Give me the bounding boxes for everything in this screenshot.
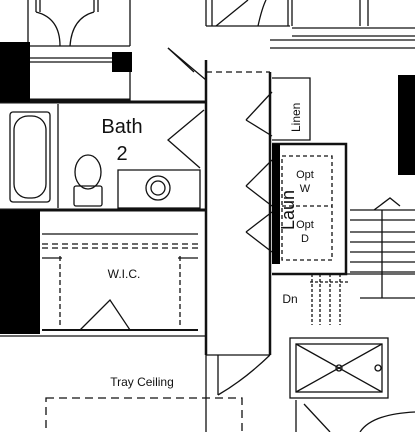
bath-label: Bath bbox=[101, 116, 142, 138]
opt-washer-label-2: W bbox=[300, 183, 311, 195]
laundry-label: Laun bbox=[278, 190, 298, 230]
linen-label: Linen bbox=[289, 103, 303, 132]
opt-washer-label-1: Opt bbox=[296, 169, 314, 181]
vanity bbox=[117, 169, 201, 209]
opt-dryer-label-1: Opt bbox=[296, 219, 314, 231]
wall-mass-left bbox=[0, 210, 40, 334]
linen-closet bbox=[245, 77, 311, 141]
opt-dryer-label-2: D bbox=[301, 233, 309, 245]
laundry-machines-outline bbox=[281, 155, 333, 261]
stairs-down-label: Dn bbox=[282, 292, 297, 306]
toilet-tank bbox=[73, 185, 103, 207]
bottom-right-fixtures bbox=[295, 400, 415, 432]
sink bbox=[145, 175, 171, 201]
wall-mass-right bbox=[398, 75, 415, 175]
walk-in-closet bbox=[42, 233, 198, 331]
toilet-bowl bbox=[74, 154, 102, 190]
bath-number: 2 bbox=[116, 143, 127, 165]
wall-mass-left-top bbox=[0, 42, 30, 102]
tray-ceiling-outline bbox=[45, 397, 243, 432]
shower bbox=[289, 337, 389, 399]
top-right-rooms bbox=[205, 0, 415, 49]
bathtub bbox=[9, 111, 51, 203]
hall-walls bbox=[167, 47, 272, 396]
wall-block-top bbox=[112, 52, 132, 72]
laundry bbox=[245, 142, 348, 276]
laundry-wall bbox=[272, 144, 280, 264]
stairs bbox=[310, 197, 415, 325]
top-closet bbox=[27, 0, 131, 102]
tray-ceiling-label: Tray Ceiling bbox=[110, 375, 174, 389]
tray-ceiling-room bbox=[0, 335, 243, 432]
wic-label: W.I.C. bbox=[108, 267, 141, 281]
